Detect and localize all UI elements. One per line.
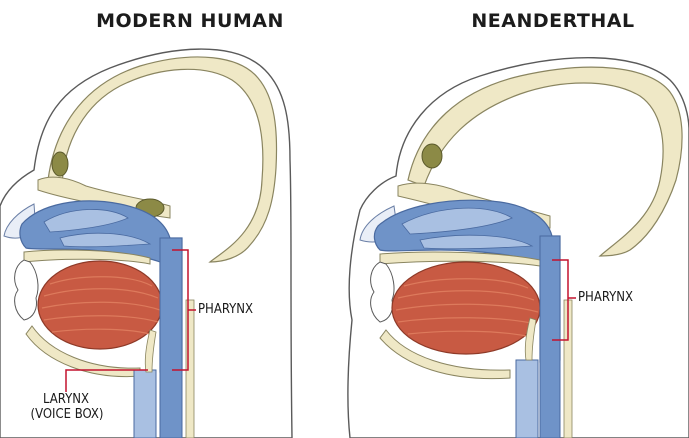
modern-lips <box>15 260 38 320</box>
modern-frontal-sinus <box>52 152 68 176</box>
neanderthal-pharynx-tube <box>540 236 560 438</box>
neanderthal-head <box>348 58 689 438</box>
neanderthal-lips <box>371 262 394 322</box>
modern-pharynx-tube <box>160 238 182 438</box>
modern-human-head <box>0 49 292 438</box>
neanderthal-trachea <box>516 360 538 438</box>
larynx-label-line2: (VOICE BOX) <box>26 407 108 422</box>
modern-pharynx-label: PHARYNX <box>198 302 253 317</box>
neanderthal-frontal-sinus <box>422 144 442 168</box>
modern-spine <box>186 300 194 438</box>
neanderthal-pharynx-label: PHARYNX <box>578 290 633 305</box>
larynx-label-line1: LARYNX <box>34 392 98 407</box>
modern-trachea <box>134 370 156 438</box>
